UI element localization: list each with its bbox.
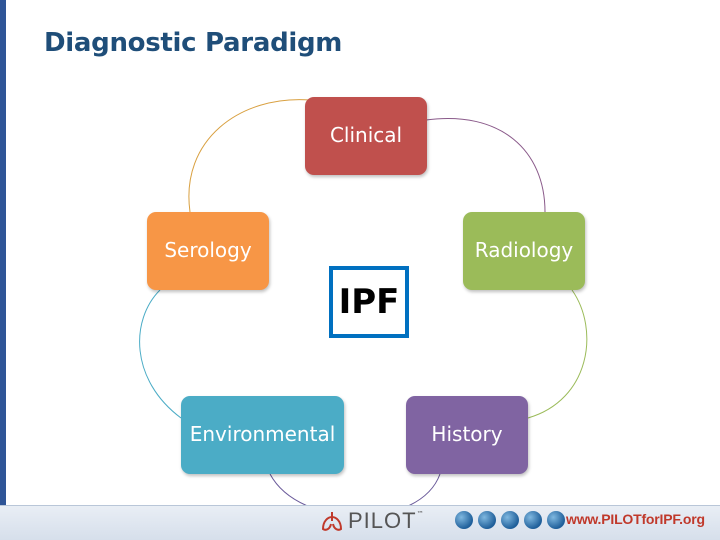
website-link[interactable]: www.PILOTforIPF.org [566, 511, 705, 527]
pilot-logo-text: PILOT [348, 508, 417, 533]
node-radiology: Radiology [463, 212, 585, 290]
arc-environmental-serology [139, 289, 182, 419]
globe-icon [501, 511, 519, 529]
pilot-logo-tm: ™ [416, 510, 424, 518]
center-ipf-box: IPF [329, 266, 409, 338]
pilot-logo: PILOT ™ [320, 508, 424, 534]
arc-serology-clinical [188, 99, 311, 213]
footer-divider [0, 505, 720, 506]
node-serology-label: Serology [164, 238, 252, 262]
center-label: IPF [338, 282, 400, 322]
node-history: History [406, 396, 528, 474]
node-environmental-label: Environmental [189, 422, 336, 446]
left-accent-bar [0, 0, 6, 540]
footer-band [0, 506, 720, 540]
lungs-icon [321, 512, 343, 531]
globe-icon [547, 511, 565, 529]
arc-clinical-radiology [425, 118, 546, 213]
node-history-label: History [431, 422, 503, 446]
node-serology: Serology [147, 212, 269, 290]
globe-icon [455, 511, 473, 529]
globe-icons [455, 511, 565, 529]
node-environmental: Environmental [181, 396, 344, 474]
globe-icon [478, 511, 496, 529]
arc-radiology-history [527, 289, 588, 419]
node-radiology-label: Radiology [474, 238, 574, 262]
node-clinical-label: Clinical [329, 123, 403, 147]
globe-icon [524, 511, 542, 529]
node-clinical: Clinical [305, 97, 427, 175]
slide-title: Diagnostic Paradigm [44, 28, 343, 58]
